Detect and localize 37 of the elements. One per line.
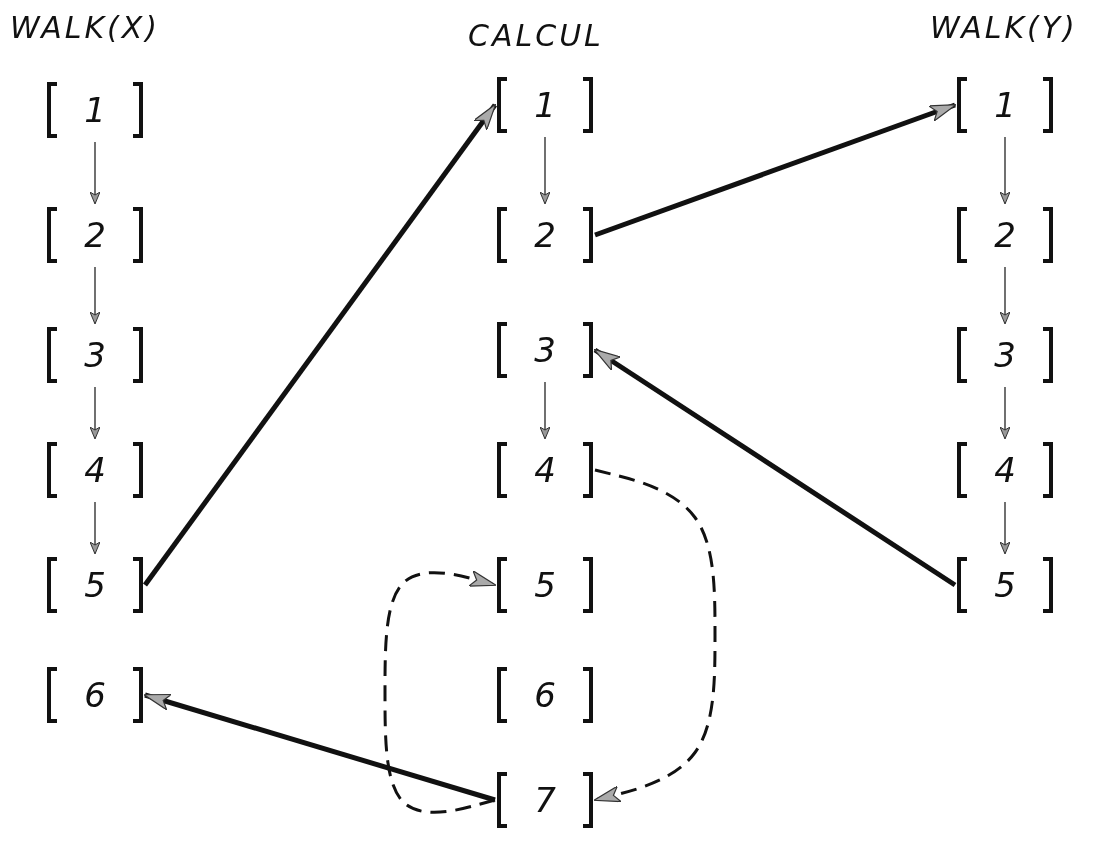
step-number: 3 — [84, 338, 106, 372]
arrow — [89, 501, 101, 555]
step-number: 1 — [994, 88, 1016, 122]
arrow — [89, 141, 101, 205]
arrow — [539, 136, 551, 205]
arrow — [594, 102, 957, 238]
arrow — [143, 692, 496, 803]
step-number: 2 — [84, 218, 106, 252]
arrow — [383, 570, 497, 814]
arrow — [89, 386, 101, 440]
step-number: 2 — [994, 218, 1016, 252]
step-number: 4 — [534, 453, 556, 487]
step-number: 7 — [534, 783, 556, 817]
column-heading: CALCUL — [468, 18, 604, 53]
step-number: 6 — [84, 678, 106, 712]
step-number: 3 — [534, 333, 556, 367]
step-number: 2 — [534, 218, 556, 252]
arrow — [999, 266, 1011, 325]
column-heading: WALK(X) — [10, 10, 161, 45]
step-number: 6 — [534, 678, 556, 712]
arrow — [999, 136, 1011, 205]
arrow — [539, 381, 551, 440]
arrow — [593, 468, 717, 803]
column-heading: WALK(Y) — [930, 10, 1078, 45]
step-number: 5 — [994, 568, 1016, 602]
step-number: 4 — [994, 453, 1016, 487]
arrow — [999, 386, 1011, 440]
step-number: 5 — [534, 568, 556, 602]
step-number: 3 — [994, 338, 1016, 372]
step-number: 4 — [84, 453, 106, 487]
arrow — [142, 103, 498, 587]
step-number: 5 — [84, 568, 106, 602]
step-number: 1 — [534, 88, 556, 122]
step-number: 1 — [84, 93, 106, 127]
arrow — [89, 266, 101, 325]
arrow — [999, 501, 1011, 555]
arrow — [593, 347, 957, 588]
